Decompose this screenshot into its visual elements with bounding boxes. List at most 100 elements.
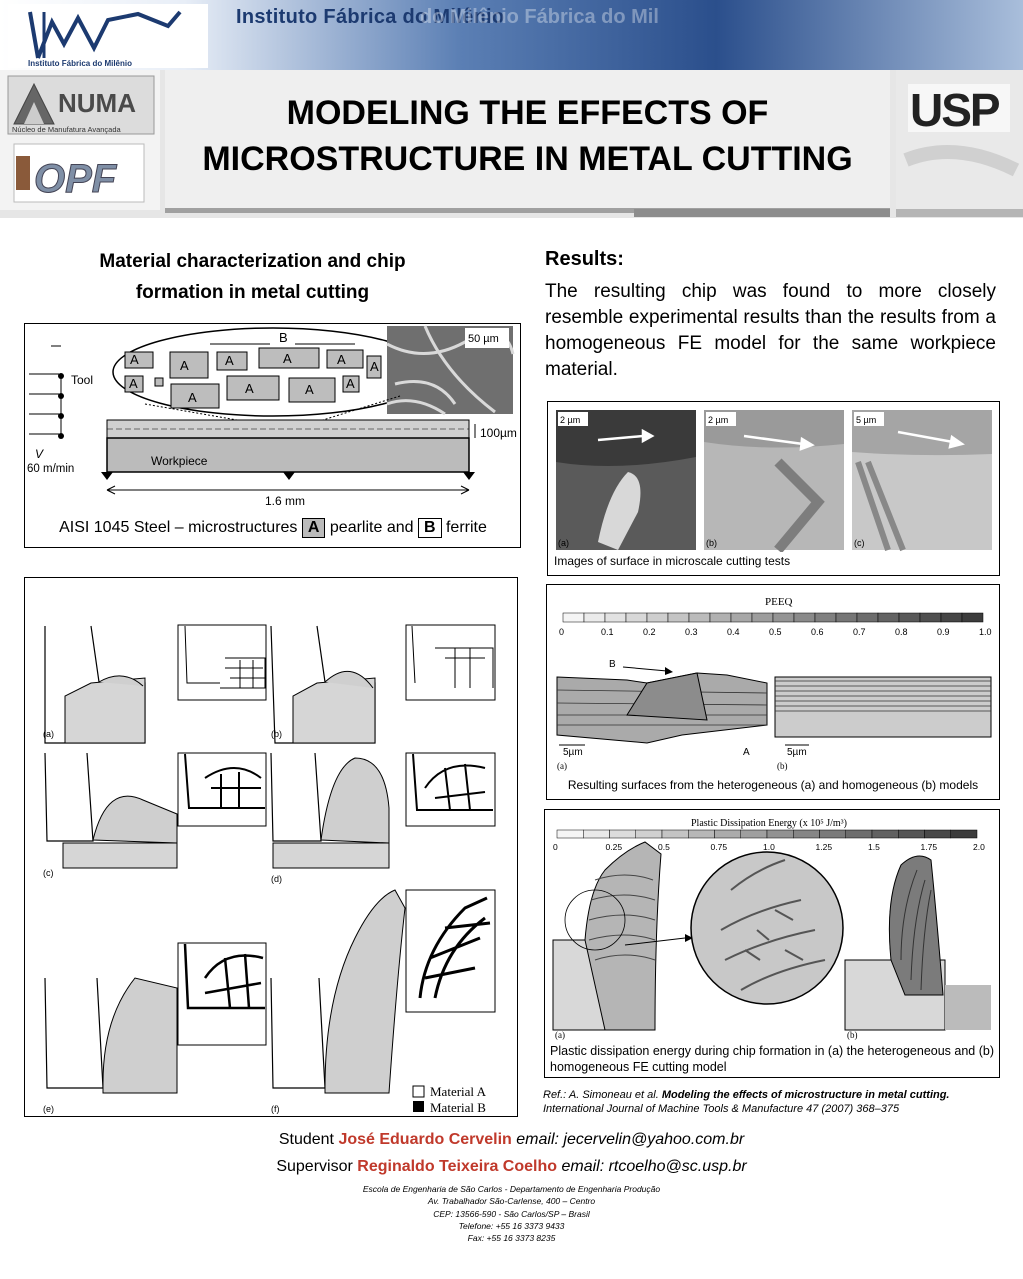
supervisor-line: Supervisor Reginaldo Teixeira Coelho ema… xyxy=(0,1158,1023,1176)
legend-swatch-b xyxy=(413,1101,424,1112)
colorbar-segment xyxy=(898,829,925,839)
colorbar-segment xyxy=(793,829,820,839)
title-line-2: MICROSTRUCTURE IN METAL CUTTING xyxy=(202,140,853,178)
colorbar-segment xyxy=(814,612,837,623)
colorbar-segment xyxy=(940,612,963,623)
panel-label-d: (d) xyxy=(271,874,282,884)
v-label: V xyxy=(35,447,44,461)
label-a: A xyxy=(337,352,346,367)
chip-formation-figure: (a) (b) (c) (d) (e) (f) Material A Mater… xyxy=(24,577,518,1117)
colorbar-tick-label: 0.6 xyxy=(811,627,824,637)
reference: Ref.: A. Simoneau et al. Modeling the ef… xyxy=(543,1088,1013,1116)
label-a: A xyxy=(130,352,139,367)
colorbar-tick-label: 0.75 xyxy=(711,842,728,852)
label-a: A xyxy=(370,359,379,374)
supervisor-email[interactable]: email: rtcoelho@sc.usp.br xyxy=(561,1158,747,1175)
address-line: Escola de Engenharia de São Carlos - Dep… xyxy=(362,1184,661,1194)
pde-title: Plastic Dissipation Energy (x 10⁵ J/m³) xyxy=(691,818,847,829)
peeq-scale-b: 5µm xyxy=(787,747,807,758)
pde-panel-a: (a) xyxy=(555,1030,565,1040)
colorbar-tick-label: 1.0 xyxy=(763,842,775,852)
results-title: Results: xyxy=(545,248,624,270)
student-name: José Eduardo Cervelin xyxy=(338,1131,512,1148)
address-block: Escola de Engenharia de São Carlos - Dep… xyxy=(0,1183,1023,1244)
colorbar-segment xyxy=(766,829,794,839)
reference-title: Modeling the effects of microstructure i… xyxy=(661,1089,950,1101)
colorbar-tick-label: 0.3 xyxy=(685,627,698,637)
usp-logo-area: USP xyxy=(896,70,1023,210)
section-title: Material characterization and chip forma… xyxy=(60,246,445,308)
label-a: A xyxy=(180,358,189,373)
colorbar-tick-label: 2.0 xyxy=(973,842,985,852)
caption-mid: pearlite and xyxy=(329,519,414,536)
colorbar-tick-label: 0.4 xyxy=(727,627,740,637)
peeq-title: PEEQ xyxy=(765,596,793,608)
sim-panel-f xyxy=(270,889,496,1094)
legend-material-a: Material A xyxy=(430,1084,487,1099)
colorbar-segment xyxy=(730,612,753,623)
opf-logo-text: OPF xyxy=(34,157,118,201)
colorbar-segment xyxy=(919,612,942,623)
tool-label: Tool xyxy=(71,373,93,387)
colorbar-segment xyxy=(604,612,627,623)
sim-panel-a xyxy=(44,624,267,744)
label-a: A xyxy=(129,376,138,391)
colorbar-segment xyxy=(898,612,921,623)
panel-label-a: (a) xyxy=(558,538,569,548)
colorbar-tick-label: 0.8 xyxy=(895,627,908,637)
colorbar-segment xyxy=(961,612,984,623)
section-title-line-2: formation in metal cutting xyxy=(135,282,370,303)
address-line: Fax: +55 16 3373 8235 xyxy=(467,1233,556,1244)
peeq-caption: Resulting surfaces from the heterogeneou… xyxy=(567,778,979,792)
length-label: 1.6 mm xyxy=(265,494,305,508)
colorbar-tick-label: 1.25 xyxy=(816,842,833,852)
colorbar-segment xyxy=(583,612,606,623)
page-title: MODELING THE EFFECTS OF MICROSTRUCTURE I… xyxy=(165,90,890,182)
colorbar-segment xyxy=(661,829,689,839)
workpiece-label: Workpiece xyxy=(151,454,208,468)
colorbar-segment xyxy=(688,612,711,623)
microstructure-a-badge: A xyxy=(301,518,326,538)
label-a: A xyxy=(225,353,234,368)
colorbar-segment xyxy=(625,612,648,623)
workpiece-figure: A A A A A A A A A A A B 50 µm Workpiece … xyxy=(24,323,521,548)
address-line: CEP: 13566-590 - São Carlos/SP – Brasil xyxy=(433,1208,590,1219)
ifm-logo: Instituto Fábrica do Milênio xyxy=(8,4,208,68)
banner-ghost-text: do Milênio Fábrica do Mil xyxy=(420,6,659,28)
student-line: Student José Eduardo Cervelin email: jec… xyxy=(0,1131,1023,1149)
address-line: Telefone: +55 16 3373 9433 xyxy=(458,1220,565,1231)
label-a: A xyxy=(305,382,314,397)
student-email[interactable]: email: jecervelin@yahoo.com.br xyxy=(516,1131,745,1148)
colorbar-segment xyxy=(709,612,732,623)
scale-label-c: 5 µm xyxy=(856,415,876,425)
title-underline-accent xyxy=(634,209,890,217)
colorbar-segment xyxy=(714,829,741,839)
colorbar-tick-label: 1.5 xyxy=(868,842,880,852)
colorbar-segment xyxy=(635,829,663,839)
label-a: A xyxy=(188,390,197,405)
colorbar-segment xyxy=(667,612,690,623)
title-box xyxy=(165,70,890,210)
colorbar-segment xyxy=(856,612,879,623)
caption-prefix: AISI 1045 Steel – microstructures xyxy=(59,519,298,536)
peeq-panel-a: (a) xyxy=(557,761,567,771)
sim-panel-d xyxy=(270,752,496,869)
sim-panel-e xyxy=(44,942,267,1094)
pde-panel-b: (b) xyxy=(847,1030,858,1040)
panel-label-a: (a) xyxy=(43,729,54,739)
header-banner: Instituto Fábrica do Milênio Instituto F… xyxy=(0,0,1023,70)
label-a: A xyxy=(346,376,355,391)
colorbar-segment xyxy=(877,612,900,623)
peeq-label-a: A xyxy=(743,747,750,758)
panel-label-e: (e) xyxy=(43,1104,54,1114)
address-line: Av. Trabalhador São-Carlense, 400 – Cent… xyxy=(427,1196,596,1207)
pde-caption: Plastic dissipation energy during chip f… xyxy=(550,1044,995,1074)
label-a: A xyxy=(245,381,254,396)
peeq-label-b: B xyxy=(609,659,616,670)
label-a: A xyxy=(283,351,292,366)
reference-journal: International Journal of Machine Tools &… xyxy=(543,1103,900,1115)
numa-logo-text: NUMA xyxy=(58,88,136,118)
speed-label: 60 m/min xyxy=(27,463,74,475)
colorbar-segment xyxy=(845,829,873,839)
colorbar-segment xyxy=(950,829,978,839)
